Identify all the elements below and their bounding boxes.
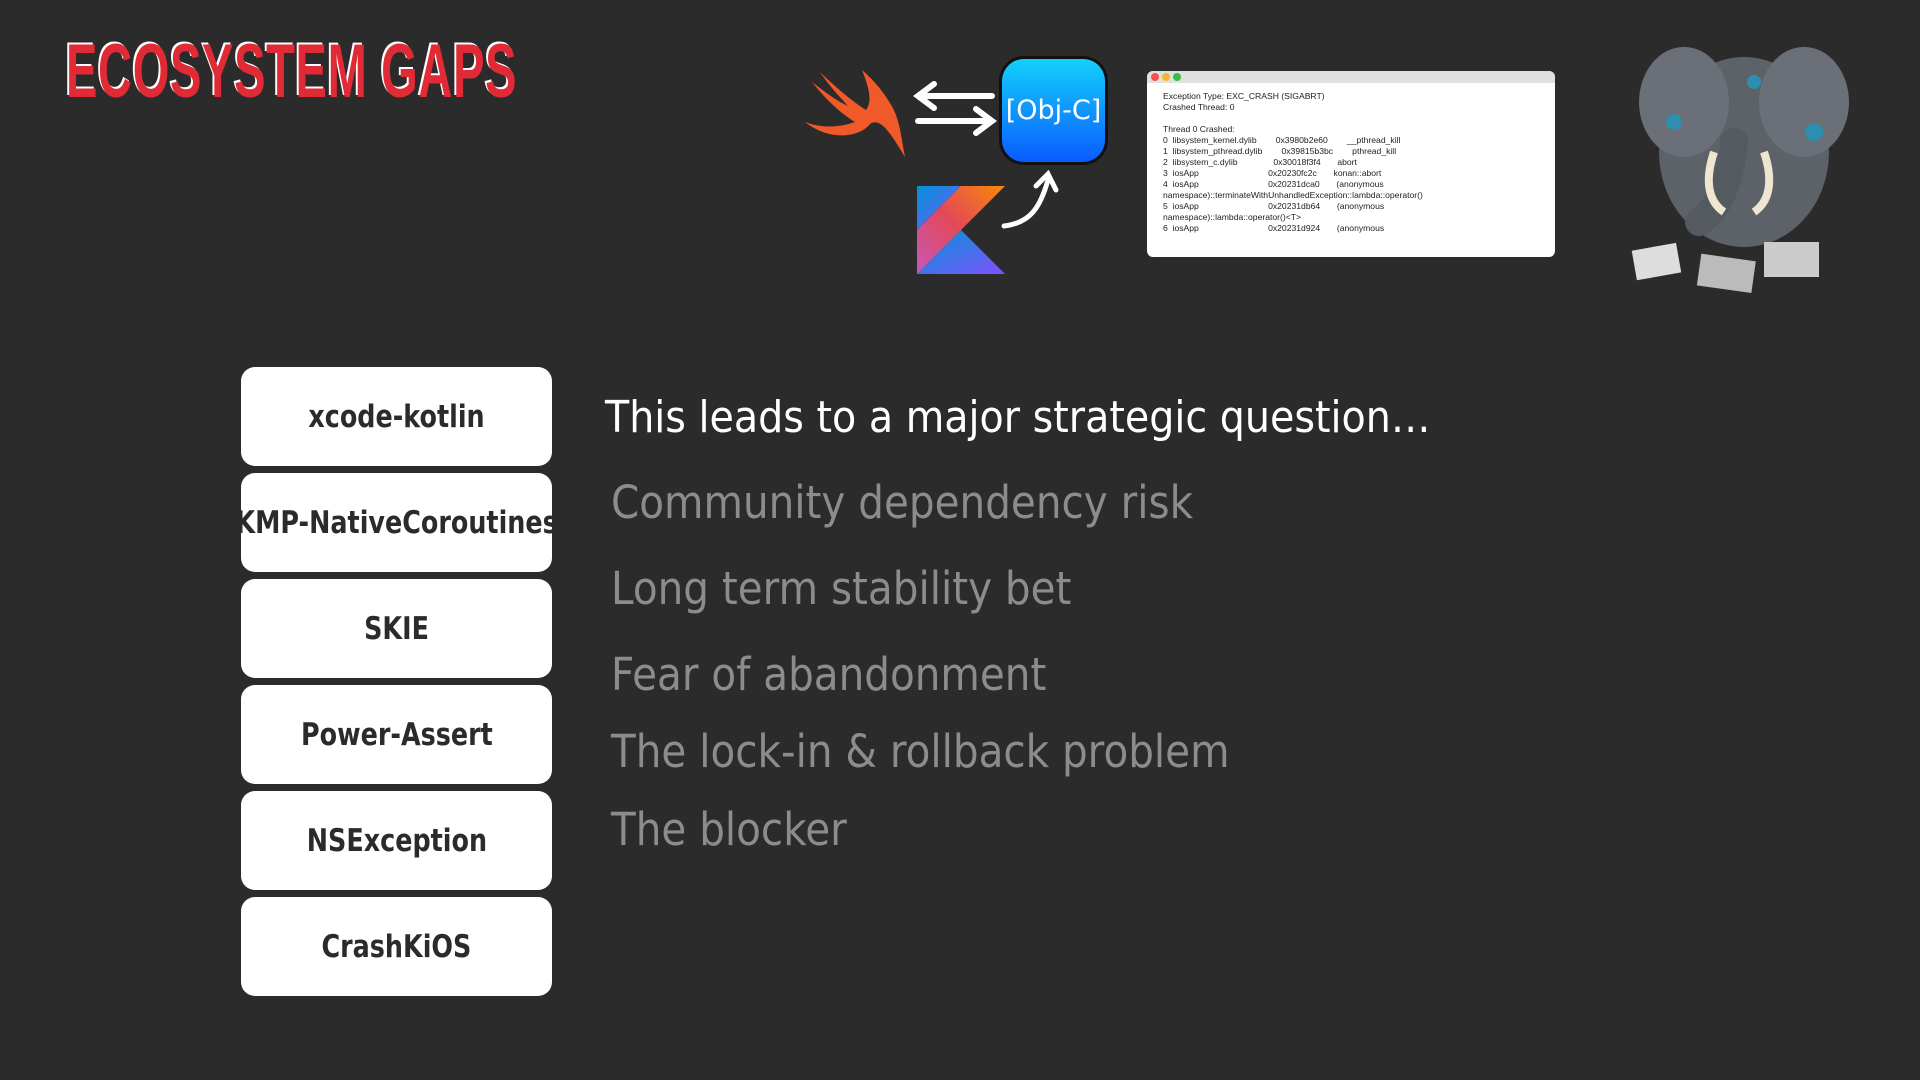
library-card-kmp-nativecoroutines: KMP-NativeCoroutines: [235, 473, 558, 572]
point-item: Community dependency risk: [611, 476, 1194, 529]
library-card-skie: SKIE: [241, 579, 552, 678]
point-item: The blocker: [611, 803, 847, 856]
kotlin-logo-icon: [917, 186, 1005, 274]
minimize-dot-icon: [1162, 73, 1170, 81]
elephant-icon: [1631, 47, 1849, 294]
library-label: xcode-kotlin: [308, 398, 485, 435]
curved-arrow-icon: [1001, 169, 1059, 229]
window-titlebar: [1147, 71, 1555, 83]
library-label: SKIE: [364, 610, 429, 647]
headline: This leads to a major strategic question…: [605, 392, 1431, 443]
point-item: Fear of abandonment: [611, 648, 1047, 701]
library-label: Power-Assert: [300, 716, 493, 753]
point-item: Long term stability bet: [611, 562, 1072, 615]
bidirectional-arrows-icon: [913, 81, 997, 136]
library-card-xcode-kotlin: xcode-kotlin: [241, 367, 552, 466]
point-item: The lock-in & rollback problem: [611, 725, 1230, 778]
objc-logo: [Obj-C]: [1002, 59, 1105, 162]
library-card-power-assert: Power-Assert: [241, 685, 552, 784]
crash-log-text: Exception Type: EXC_CRASH (SIGABRT) Cras…: [1163, 91, 1423, 233]
zoom-dot-icon: [1173, 73, 1181, 81]
crash-log-window: Exception Type: EXC_CRASH (SIGABRT) Cras…: [1147, 71, 1555, 257]
library-label: NSException: [306, 822, 487, 859]
library-card-crashkios: CrashKiOS: [241, 897, 552, 996]
library-label: KMP-NativeCoroutines: [235, 504, 558, 541]
slide-title: ECOSYSTEM GAPS: [66, 29, 518, 114]
library-card-nsexception: NSException: [241, 791, 552, 890]
library-label: CrashKiOS: [321, 928, 472, 965]
close-dot-icon: [1151, 73, 1159, 81]
swift-logo-icon: [805, 70, 905, 157]
